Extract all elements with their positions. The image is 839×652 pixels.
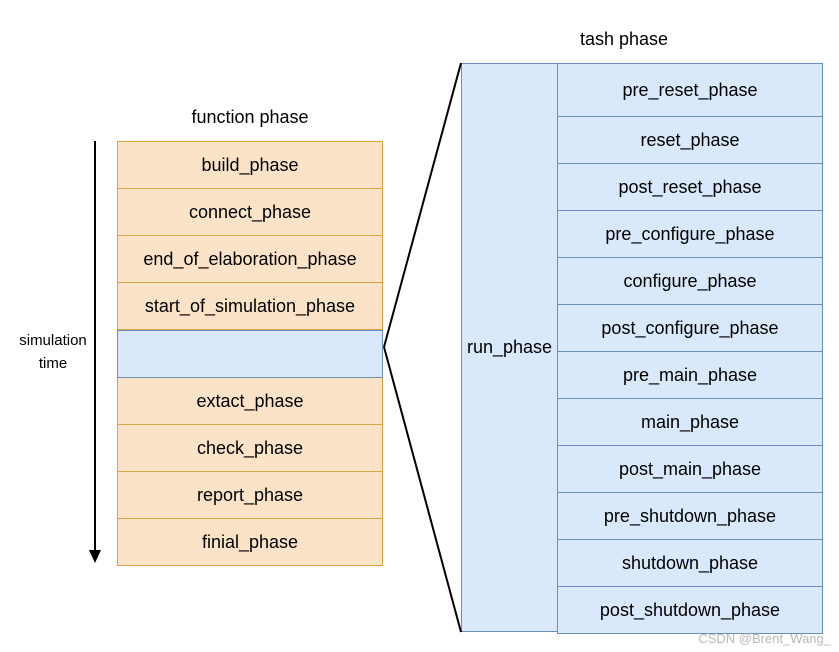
- run-phase-slot: [117, 330, 383, 378]
- function-phase-cell: connect_phase: [117, 189, 383, 236]
- function-phase-cell: build_phase: [117, 141, 383, 189]
- function-phase-cell: finial_phase: [117, 519, 383, 566]
- function-phase-cell: report_phase: [117, 472, 383, 519]
- task-phase-column: pre_reset_phase reset_phase post_reset_p…: [557, 63, 823, 634]
- simulation-time-line-2: time: [38, 355, 68, 372]
- function-phase-cell: extact_phase: [117, 378, 383, 425]
- expand-line-bottom: [383, 346, 462, 633]
- task-phase-cell: post_configure_phase: [557, 305, 823, 352]
- run-phase-label: run_phase: [466, 337, 553, 357]
- function-phase-column: build_phase connect_phase end_of_elabora…: [117, 141, 383, 566]
- task-phase-cell: configure_phase: [557, 258, 823, 305]
- task-phase-cell: main_phase: [557, 399, 823, 446]
- expand-line-top: [383, 62, 462, 348]
- simulation-time-line-1: simulation: [19, 332, 87, 349]
- simulation-time-label: simulation time: [19, 329, 87, 375]
- task-phase-cell: pre_configure_phase: [557, 211, 823, 258]
- task-phase-cell: post_reset_phase: [557, 164, 823, 211]
- function-phase-cell: check_phase: [117, 425, 383, 472]
- task-phase-title: tash phase: [579, 29, 669, 49]
- task-phase-cell: pre_reset_phase: [557, 63, 823, 117]
- task-phase-cell: post_shutdown_phase: [557, 587, 823, 634]
- time-arrow-head: [89, 550, 101, 563]
- function-phase-title: function phase: [191, 107, 309, 127]
- task-phase-cell: pre_shutdown_phase: [557, 493, 823, 540]
- watermark: CSDN @Brent_Wang_: [698, 631, 831, 646]
- task-phase-cell: shutdown_phase: [557, 540, 823, 587]
- task-phase-cell: pre_main_phase: [557, 352, 823, 399]
- task-phase-cell: post_main_phase: [557, 446, 823, 493]
- function-phase-cell: end_of_elaboration_phase: [117, 236, 383, 283]
- task-phase-cell: reset_phase: [557, 117, 823, 164]
- function-phase-cell: start_of_simulation_phase: [117, 283, 383, 330]
- run-phase-box: run_phase: [461, 63, 558, 632]
